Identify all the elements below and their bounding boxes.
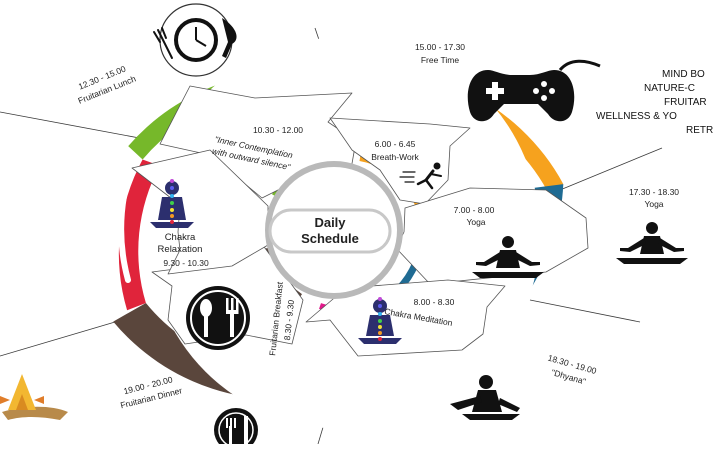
running-person-icon [399,162,442,190]
arrow-yoga-morning [395,187,589,285]
title-line5: RETR [686,125,713,136]
title-line3: FRUITAR [664,97,707,108]
arrow-chakra-meditation [305,279,506,357]
yoga-pose-icon-2 [616,222,688,264]
label-chakra-relaxation: Chakra Relaxation 9.30 - 10.30 [158,232,209,268]
breakfast-time: 8.30 - 9.30 [282,299,296,341]
fork-spoon-icon [186,286,250,350]
yoga-morning-time: 7.00 - 8.00 [454,205,495,215]
breathwork-time: 6.00 - 6.45 [375,139,416,149]
chakra-meditation-time: 8.00 - 8.30 [414,297,455,307]
plate-clock-icon [153,3,237,77]
center-title-line1: Daily [314,215,346,230]
retreat-title: MIND BO NATURE-C FRUITAR WELLNESS & YO R… [596,69,713,136]
chakra-relaxation-line2: Relaxation [158,244,203,255]
contemplation-time: 10.30 - 12.00 [253,125,303,135]
label-yoga-evening: 17.30 - 18.30 Yoga [629,187,679,209]
center-label-pill [268,208,392,254]
chakra-meditation-figure-icon-2 [358,297,402,344]
center-title-line2: Schedule [301,231,359,246]
label-breathwork: 6.00 - 6.45 Breath-Work [371,139,419,162]
center-badge: Daily Schedule [265,161,403,299]
label-free-time: 15.00 - 17.30 Free Time [415,42,465,65]
arrow-breathwork [329,117,471,205]
title-line1: MIND BO [662,69,705,80]
seated-pose-icon [450,375,520,420]
yoga-pose-icon [472,236,544,278]
label-yoga-morning: 7.00 - 8.00 Yoga [454,205,495,227]
title-line2: NATURE-C [644,83,695,94]
chakra-relaxation-line1: Chakra [165,232,196,243]
game-controller-icon [467,59,601,122]
label-dinner: 19.00 - 20.00 Fruitarian Dinner [119,374,183,410]
yoga-evening-label: Yoga [644,199,663,209]
yoga-morning-label: Yoga [466,217,485,227]
retreat-logo [0,374,68,420]
yoga-evening-time: 17.30 - 18.30 [629,187,679,197]
label-lunch: 12.30 - 15.00 Fruitarian Lunch [77,63,138,105]
free-time-time: 15.00 - 17.30 [415,42,465,52]
chakra-relaxation-time: 9.30 - 10.30 [163,258,209,268]
title-line4: WELLNESS & YO [596,111,677,122]
chakra-meditation-figure-icon [150,179,194,228]
label-dhyana: 18.30 - 19.00 "Dhyana" [547,353,598,387]
free-time-label: Free Time [421,55,460,65]
dinner-plate-icon [214,408,258,449]
breathwork-label: Breath-Work [371,152,419,162]
